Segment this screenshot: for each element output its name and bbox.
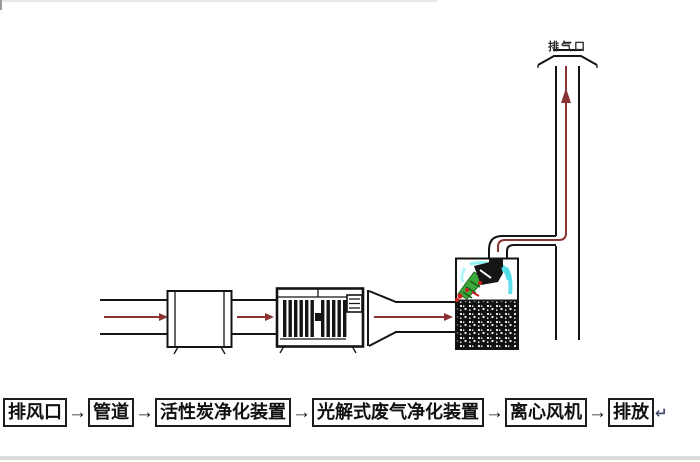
flow-arrow-icon: → xyxy=(68,402,87,423)
stack-outlet-label: 排气口 xyxy=(548,41,587,53)
centrifugal-fan-unit xyxy=(455,249,519,302)
flow-step-photolysis-unit: 光解式废气净化装置 xyxy=(312,398,484,427)
carbon-unit-louver xyxy=(346,294,363,313)
process-flowchart: 排风口 → 管道 → 活性炭净化装置 → 光解式废气净化装置 → 离心风机 → … xyxy=(3,398,668,427)
flow-step-carbon-unit: 活性炭净化装置 xyxy=(155,398,291,427)
inlet-pipe xyxy=(100,299,167,335)
junction-box xyxy=(166,290,233,355)
flow-step-discharge: 排放 xyxy=(608,398,654,427)
fan-clipart xyxy=(455,259,513,302)
pipe-segment-2 xyxy=(231,299,277,335)
carbon-filter-slats xyxy=(283,300,347,337)
flow-step-centrifugal-fan: 离心风机 xyxy=(505,398,587,427)
flow-arrow-2 xyxy=(237,313,274,321)
photolysis-unit xyxy=(455,299,519,350)
exhaust-stack xyxy=(555,66,580,340)
pipe-segment-3 xyxy=(395,301,456,333)
flow-arrow-3 xyxy=(374,313,453,321)
flow-step-duct: 管道 xyxy=(88,398,134,427)
reducer-cone xyxy=(368,290,397,347)
flow-arrow-icon: → xyxy=(135,402,154,423)
fan-outlet-elbow xyxy=(488,235,556,252)
top-border-line xyxy=(0,0,437,2)
left-edge-tick xyxy=(0,0,2,10)
bottom-border-line xyxy=(0,456,700,460)
activated-carbon-unit xyxy=(275,287,369,354)
flow-arrow-icon: → xyxy=(588,402,607,423)
flow-arrow-icon: → xyxy=(292,402,311,423)
flow-step-exhaust-inlet: 排风口 xyxy=(3,398,67,427)
flow-arrow-icon: → xyxy=(485,402,504,423)
flow-arrow-stack xyxy=(497,66,571,252)
stack-rain-cap xyxy=(537,49,598,68)
flow-arrow-inlet xyxy=(104,313,168,321)
paragraph-return-mark: ↵ xyxy=(655,404,668,422)
